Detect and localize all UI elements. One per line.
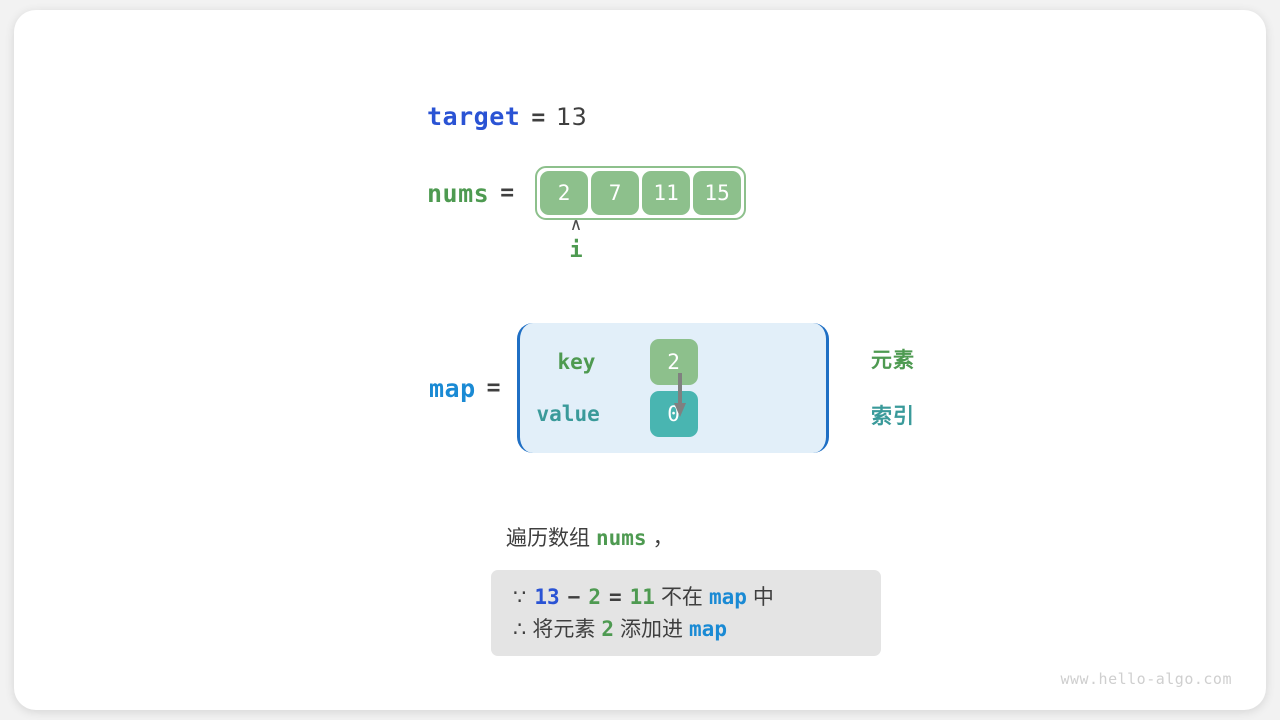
equals-operator: = [608, 585, 622, 609]
map-value-cell: 0 [649, 391, 698, 437]
add-into-text: 添加进 [620, 617, 684, 641]
map-reference: map [689, 617, 727, 641]
in-suffix-text: 中 [752, 585, 774, 609]
operand-complement: 11 [629, 585, 655, 609]
nums-declaration: nums = 2 7 11 15 [427, 166, 747, 220]
caption-code: nums [596, 526, 647, 550]
target-equals-sign: = [531, 105, 546, 131]
target-declaration: target = 13 [427, 102, 587, 131]
side-label-index: 索引 [871, 404, 915, 428]
target-value: 13 [556, 103, 587, 131]
map-equals-sign: = [486, 375, 501, 401]
index-pointer: ∧ i [562, 216, 590, 264]
map-variable-label: map [429, 373, 476, 403]
array-cell: 7 [591, 171, 640, 215]
not-in-text: 不在 [660, 585, 703, 609]
array-cell: 2 [540, 171, 589, 215]
because-symbol: ∵ [513, 585, 527, 609]
map-side-labels: 元素 索引 [871, 344, 941, 430]
map-entries: key 2 value 0 [520, 323, 826, 453]
array-cell: 15 [693, 171, 742, 215]
nums-equals-sign: = [500, 180, 515, 206]
nums-variable-label: nums [427, 178, 490, 208]
map-key-label: key [557, 350, 596, 374]
operand-current: 2 [588, 585, 601, 609]
added-element-value: 2 [601, 617, 615, 641]
operand-target: 13 [534, 585, 560, 609]
add-element-text: 将元素 [532, 617, 596, 641]
array-cell: 11 [642, 171, 691, 215]
map-declaration: map = key 2 value 0 [429, 323, 829, 453]
map-key-row: key 2 [558, 339, 698, 385]
side-label-element: 元素 [871, 348, 915, 372]
target-variable-label: target [427, 102, 521, 131]
watermark-url: www.hello-algo.com [1060, 670, 1232, 688]
nums-array: 2 7 11 15 [535, 166, 747, 220]
map-reference: map [708, 585, 747, 609]
caption-suffix: ， [652, 526, 674, 550]
therefore-symbol: ∴ [513, 617, 527, 641]
map-container: key 2 value 0 [516, 323, 829, 453]
diagram-card: target = 13 nums = 2 7 11 15 ∧ i map = [14, 10, 1266, 710]
caption-prefix: 遍历数组 [506, 526, 590, 550]
minus-operator: − [567, 585, 581, 609]
map-value-label: value [536, 402, 600, 426]
index-pointer-label: i [569, 238, 583, 263]
map-value-row: value 0 [537, 391, 698, 437]
map-key-cell: 2 [649, 339, 698, 385]
caret-up-icon: ∧ [569, 215, 583, 235]
